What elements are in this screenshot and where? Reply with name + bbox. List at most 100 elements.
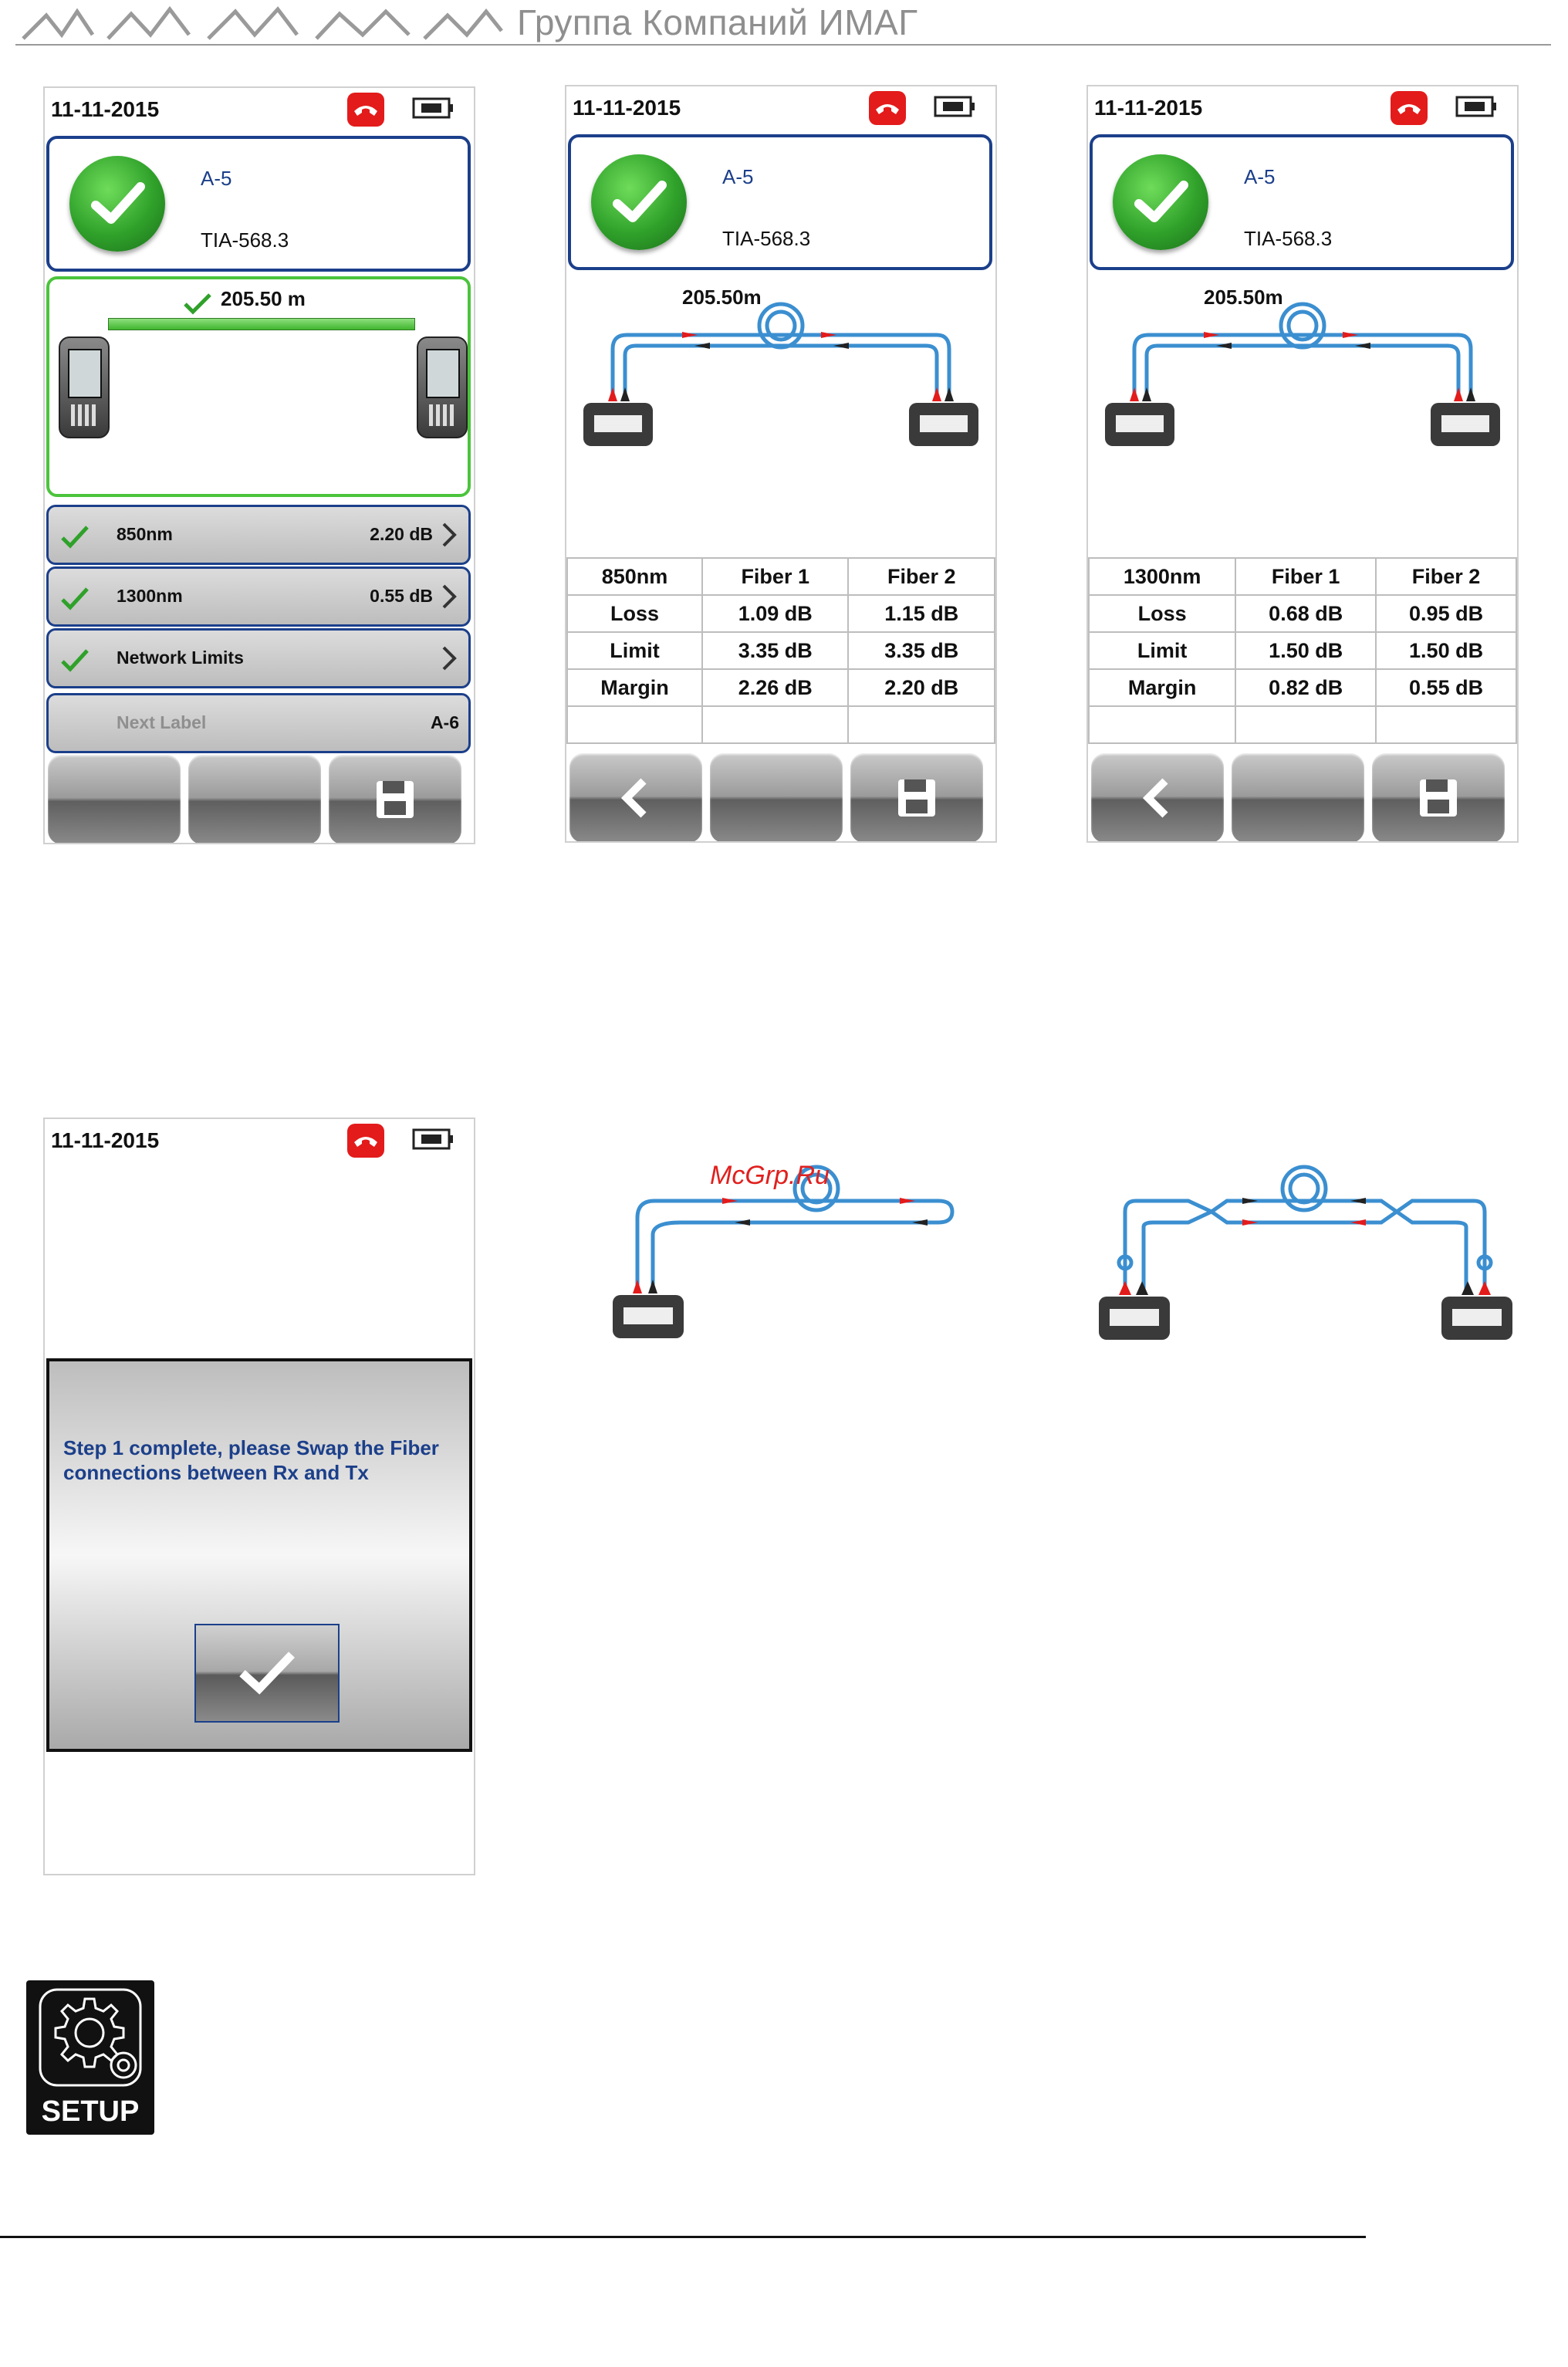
table-header-row: 1300nm Fiber 1 Fiber 2 [1088,557,1517,596]
phone-hangup-icon[interactable] [1391,91,1428,125]
chevron-right-icon [442,522,457,547]
status-bar: 11-11-2015 [45,1119,474,1165]
cable-length-panel[interactable]: 205.50 m [46,276,471,497]
cable-label: A-5 [722,165,754,188]
header-divider [15,44,1551,46]
table-cell: 0.95 dB [1375,594,1517,633]
phone-hangup-icon[interactable] [869,91,906,125]
main-unit-icon [59,336,110,438]
test-result-header[interactable]: A-5 TIA-568.3 [46,136,471,272]
table-cell: 0.55 dB [1375,668,1517,707]
next-label-row[interactable]: Next Label A-6 [46,693,471,753]
setup-icon: SETUP [26,1980,154,2135]
floppy-disk-icon [377,781,414,818]
table-cell: 1.09 dB [701,594,850,633]
reference-patch-diagram [1099,1165,1512,1340]
setup-label: SETUP [41,2095,140,2128]
back-arrow-icon [1142,778,1168,818]
cable-label: A-5 [1244,165,1276,188]
row-label: 1300nm [117,586,183,606]
confirm-button[interactable] [194,1624,340,1723]
table-row: Margin 0.82 dB 0.55 dB [1088,668,1517,707]
fiber-link-diagram [583,302,978,446]
status-date: 11-11-2015 [1094,96,1203,120]
softkey-2[interactable] [710,753,843,841]
softkey-2[interactable] [188,755,321,843]
test-result-header[interactable]: A-5 TIA-568.3 [1090,134,1514,270]
table-cell: 0.68 dB [1235,594,1377,633]
softkey-bar [1088,747,1517,841]
watermark-text: McGrp.Ru [710,1161,830,1190]
footer-divider [0,2236,1366,2238]
table-row: Loss 0.68 dB 0.95 dB [1088,594,1517,633]
table-cell: Loss [1088,594,1237,633]
softkey-2[interactable] [1232,753,1364,841]
row-label: Network Limits [117,648,244,668]
check-icon [61,526,89,549]
table-row: Limit 1.50 dB 1.50 dB [1088,631,1517,670]
table-header-row: 850nm Fiber 1 Fiber 2 [566,557,995,596]
row-label: 850nm [117,524,173,544]
floppy-disk-icon [1420,779,1457,817]
softkey-1[interactable] [48,755,181,843]
check-icon [61,649,89,672]
table-header: Fiber 2 [847,557,995,596]
test-standard: TIA-568.3 [1244,227,1333,250]
table-header: Fiber 2 [1375,557,1517,596]
test-standard: TIA-568.3 [722,227,811,250]
result-row-1300[interactable]: 1300nm 0.55 dB [46,566,471,627]
battery-icon [1455,96,1496,117]
phone-hangup-icon[interactable] [347,1124,384,1158]
table-row: Margin 2.26 dB 2.20 dB [566,668,995,707]
test-standard: TIA-568.3 [201,228,289,252]
table-header: Fiber 1 [1235,557,1377,596]
table-cell: Margin [1088,668,1237,707]
phone-hangup-icon[interactable] [347,93,384,127]
table-cell: 3.35 dB [847,631,995,670]
battery-icon [412,1128,453,1150]
table-row: Limit 3.35 dB 3.35 dB [566,631,995,670]
back-arrow-icon [620,778,647,818]
cable-label: A-5 [201,167,232,190]
chevron-right-icon [442,584,457,609]
table-cell: Limit [566,631,703,670]
back-button[interactable] [569,753,702,841]
pass-check-icon [69,156,165,252]
save-button[interactable] [329,755,461,843]
cable-bar [108,318,415,330]
test-result-header[interactable]: A-5 TIA-568.3 [568,134,992,270]
table-cell: 1.15 dB [847,594,995,633]
next-label-title: Next Label [117,712,207,732]
table-header: 1300nm [1088,557,1237,596]
dialog-message: Step 1 complete, please Swap the Fiber c… [63,1436,439,1484]
status-date: 11-11-2015 [51,1128,160,1152]
loss-screen-1300: 11-11-2015 A-5 TIA-568.3 205.50m 13 [1086,85,1519,843]
status-date: 11-11-2015 [51,97,160,121]
main-unit-icon [583,403,653,446]
table-cell: 1.50 dB [1375,631,1517,670]
remote-unit-icon [417,336,468,438]
table-cell: 1.50 dB [1235,631,1377,670]
summary-screen: 11-11-2015 A-5 TIA-568.3 205.50 m 850nm … [43,86,475,844]
back-button[interactable] [1091,753,1224,841]
status-date: 11-11-2015 [573,96,681,120]
result-row-850[interactable]: 850nm 2.20 dB [46,505,471,565]
result-row-network-limits[interactable]: Network Limits [46,628,471,688]
length-check-icon [184,293,211,315]
save-button[interactable] [1372,753,1505,841]
loss-screen-850: 11-11-2015 A-5 TIA-568.3 205.50m 85 [565,85,997,843]
loss-table-1300: 1300nm Fiber 1 Fiber 2 Loss 0.68 dB 0.95… [1088,557,1517,744]
save-button[interactable] [850,753,983,841]
main-unit-icon [1105,403,1174,446]
remote-unit-icon [909,403,978,446]
table-row-empty [1088,705,1517,744]
table-cell: 2.20 dB [847,668,995,707]
chevron-right-icon [442,646,457,671]
table-cell: 3.35 dB [701,631,850,670]
remote-unit-icon [1441,1297,1512,1340]
table-header: 850nm [566,557,703,596]
table-cell: 0.82 dB [1235,668,1377,707]
swap-screen: 11-11-2015 Step 1 complete, please Swap … [43,1118,475,1875]
swap-fiber-dialog: Step 1 complete, please Swap the Fiber c… [46,1358,472,1752]
pass-check-icon [591,154,687,250]
